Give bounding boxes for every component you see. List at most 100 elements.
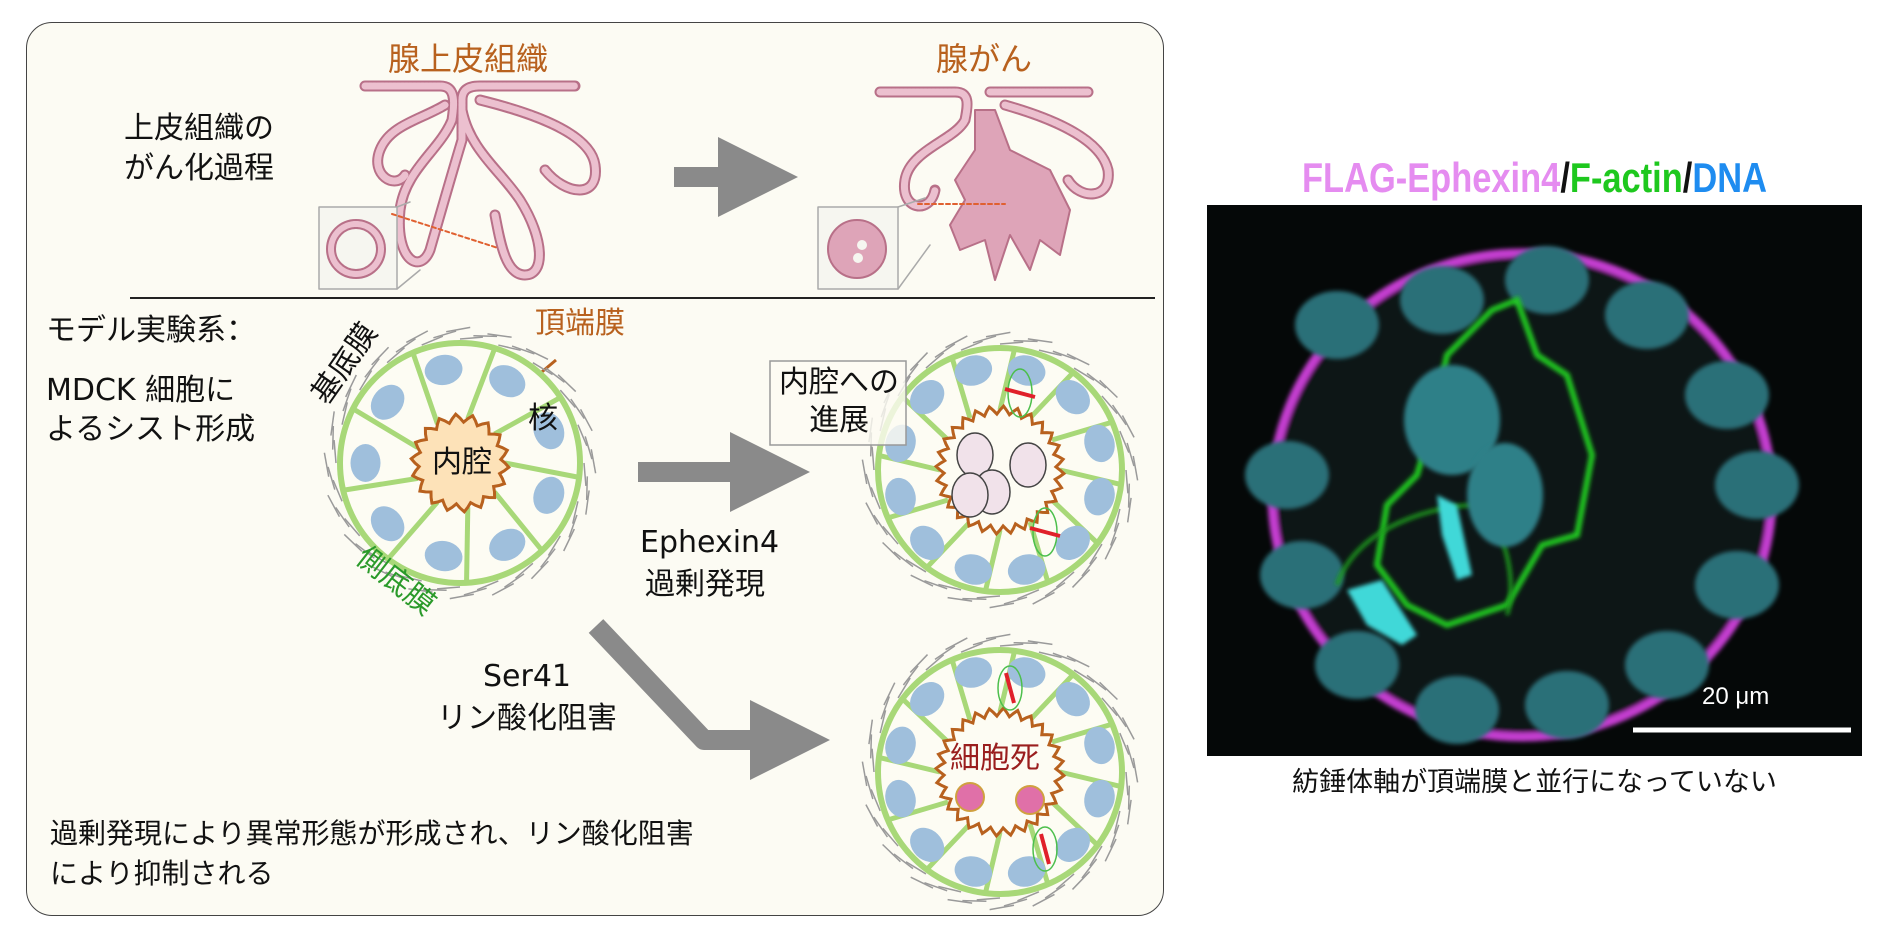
- basement-fibre: [868, 719, 874, 745]
- lateral-membrane: [386, 500, 440, 561]
- basement-fibre: [459, 336, 483, 340]
- basement-fibre: [1132, 757, 1139, 783]
- cell-death-label: 細胞死: [950, 741, 1040, 776]
- basement-fibre: [934, 343, 956, 359]
- basement-fibre: [1086, 674, 1107, 691]
- basement-fibre: [421, 335, 444, 346]
- basement-fibre: [590, 449, 597, 474]
- lateral-membrane: [492, 490, 544, 553]
- basement-fibre: [1055, 571, 1075, 588]
- basement-fibre: [865, 775, 874, 800]
- basement-fibre: [504, 573, 525, 588]
- summary-line-2: により抑制される: [50, 857, 274, 890]
- basement-fibre: [1027, 640, 1053, 646]
- basement-fibre: [332, 479, 343, 502]
- basement-fibre: [585, 490, 590, 515]
- basement-fibre: [882, 827, 899, 847]
- basement-fibre: [1127, 785, 1131, 810]
- overexpression-label-2: 過剰発現: [645, 567, 765, 602]
- basement-fibre: [405, 330, 429, 344]
- basement-fibre: [1013, 339, 1038, 343]
- model-line-1: MDCK 細胞に: [46, 373, 236, 408]
- basement-fibre: [925, 654, 945, 671]
- basement-fibre: [498, 344, 521, 352]
- basement-fibre: [511, 345, 535, 355]
- nucleus: [370, 384, 405, 420]
- basement-fibre: [1126, 799, 1132, 825]
- lateral-membrane: [982, 831, 1003, 894]
- mitotic-spindle: [1007, 368, 1033, 418]
- metaphase-chromosomes: [1437, 495, 1472, 580]
- cyst-death: [861, 633, 1139, 911]
- basement-fibre: [861, 459, 868, 485]
- lateral-membrane: [949, 659, 973, 721]
- basement-fibre: [893, 853, 914, 870]
- nucleus-stain: [1400, 266, 1484, 334]
- mitotic-spindle: [1032, 826, 1058, 872]
- basement-fibre: [577, 424, 588, 447]
- title-factin: F-actin: [1569, 154, 1683, 201]
- basement-fibre: [934, 645, 956, 661]
- basement-fibre: [323, 452, 330, 477]
- basement-fibre: [972, 335, 997, 344]
- basement-fibre: [584, 436, 593, 460]
- basement-fibre: [1032, 591, 1055, 605]
- basement-fibre: [1132, 455, 1139, 481]
- basement-fibre: [1111, 404, 1127, 426]
- basement-fibre: [1089, 543, 1103, 565]
- basement-fibre: [1081, 858, 1098, 879]
- nucleus: [885, 726, 916, 765]
- basement-fibre: [905, 559, 927, 573]
- invasion-label-2: 進展: [809, 403, 869, 438]
- basement-fibre: [532, 362, 553, 376]
- basement-fibre: [449, 593, 474, 600]
- process-label-1: 上皮組織の: [124, 111, 274, 146]
- nucleus: [533, 412, 565, 450]
- nucleus-stain: [1625, 631, 1709, 699]
- summary-line-1: 過剰発現により異常形態が形成され、リン酸化阻害: [50, 817, 694, 850]
- basement-fibre: [1044, 883, 1066, 899]
- basement-fibre: [446, 326, 471, 333]
- basement-fibre: [408, 588, 433, 593]
- basement-fibre: [1032, 893, 1055, 907]
- nucleus-stain: [1245, 441, 1329, 509]
- basement-fibre: [1073, 367, 1095, 381]
- basement-fibre: [1121, 717, 1135, 740]
- basement-fibre: [395, 338, 416, 353]
- lateral-membrane: [900, 696, 950, 744]
- basement-fibre: [960, 340, 983, 351]
- basement-fibre: [882, 843, 901, 863]
- chromosomes: [1029, 526, 1061, 538]
- nucleus-stain: [1315, 631, 1399, 699]
- lumen-label: 内腔: [432, 445, 492, 480]
- cancer-gland-illustration: [817, 86, 1114, 290]
- basement-fibre: [1071, 569, 1091, 588]
- lateral-membrane: [1028, 672, 1076, 722]
- nucleus: [910, 525, 945, 560]
- basement-fibre: [1066, 655, 1090, 668]
- basement-fibre: [1126, 744, 1135, 769]
- basement-fibre: [902, 665, 919, 686]
- basement-fibre: [873, 514, 889, 536]
- apical-membrane-label: 頂端膜: [535, 306, 625, 341]
- basement-fibre: [557, 374, 577, 393]
- lateral-membrane: [1050, 498, 1100, 546]
- basement-fibre: [335, 507, 350, 528]
- basement-fibre: [869, 734, 873, 759]
- basement-fibre: [437, 586, 461, 590]
- basement-fibre: [1119, 732, 1130, 755]
- basement-fibre: [385, 571, 409, 581]
- nucleus: [1007, 355, 1046, 386]
- basement-fibre: [1104, 838, 1117, 862]
- lateral-membrane: [493, 395, 562, 437]
- basement-fibre: [882, 525, 899, 545]
- basement-fibre: [1027, 338, 1053, 344]
- lateral-membrane: [1027, 823, 1051, 885]
- lateral-membrane: [342, 475, 419, 493]
- basement-fibre: [1119, 430, 1130, 453]
- basement-fibre: [910, 574, 934, 587]
- basement-fibre: [399, 574, 422, 582]
- lateral-membrane: [887, 799, 949, 823]
- basement-fibre: [938, 583, 962, 591]
